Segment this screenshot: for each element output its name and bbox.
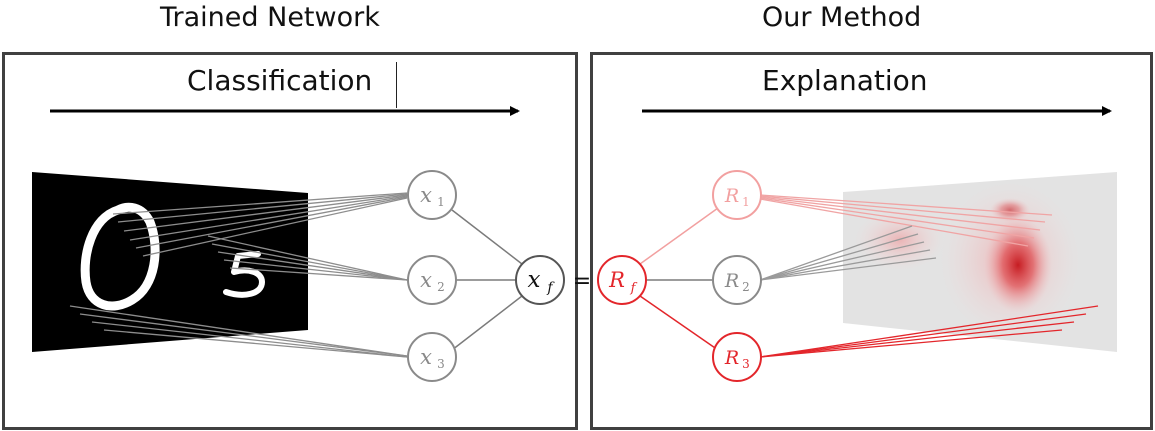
node-rf-label: R	[608, 268, 625, 292]
node-r3-label: R	[724, 347, 739, 369]
node-rf-subscript: f	[630, 281, 638, 296]
x3-input-connections	[69, 305, 408, 358]
node-rf: R f	[597, 255, 647, 305]
trained-network-panel	[2, 52, 578, 430]
our-method-heading: Our Method	[762, 2, 922, 33]
node-r3-subscript: 3	[742, 357, 750, 371]
node-x1-label: x	[420, 183, 432, 207]
r1-relevance-connections	[759, 194, 1053, 247]
node-x3-subscript: 3	[437, 357, 445, 371]
node-x2-subscript: 2	[437, 280, 445, 294]
node-x3: x 3	[407, 332, 457, 382]
node-xf-subscript: f	[546, 280, 555, 296]
node-x3-label: x	[420, 345, 432, 369]
node-xf: x f	[515, 255, 565, 305]
node-x1: x 1	[407, 170, 457, 220]
node-r2-label: R	[724, 270, 739, 292]
node-x2-label: x	[420, 268, 432, 292]
relevance-heatmap-image	[843, 172, 1117, 352]
trained-network-heading: Trained Network	[160, 2, 380, 33]
x2-input-connections	[207, 235, 408, 281]
node-x2: x 2	[407, 255, 457, 305]
classification-label: Classification	[187, 64, 373, 97]
text-caret	[396, 62, 397, 108]
node-r2-subscript: 2	[742, 280, 750, 294]
node-r3: R 3	[712, 332, 762, 382]
our-method-panel	[590, 52, 1153, 430]
x1-input-connections	[112, 192, 408, 257]
r3-relevance-connections	[759, 305, 1099, 358]
right-network-edges	[639, 207, 719, 351]
left-network-edges	[451, 209, 523, 351]
node-r1: R 1	[712, 170, 762, 220]
node-x1-subscript: 1	[437, 195, 445, 209]
node-r2: R 2	[712, 255, 762, 305]
explanation-label: Explanation	[762, 64, 928, 97]
r2-relevance-connections	[759, 225, 937, 281]
equals-sign: =	[573, 269, 591, 294]
node-xf-label: x	[528, 267, 541, 293]
node-r1-subscript: 1	[742, 195, 750, 209]
node-r1-label: R	[724, 185, 739, 207]
